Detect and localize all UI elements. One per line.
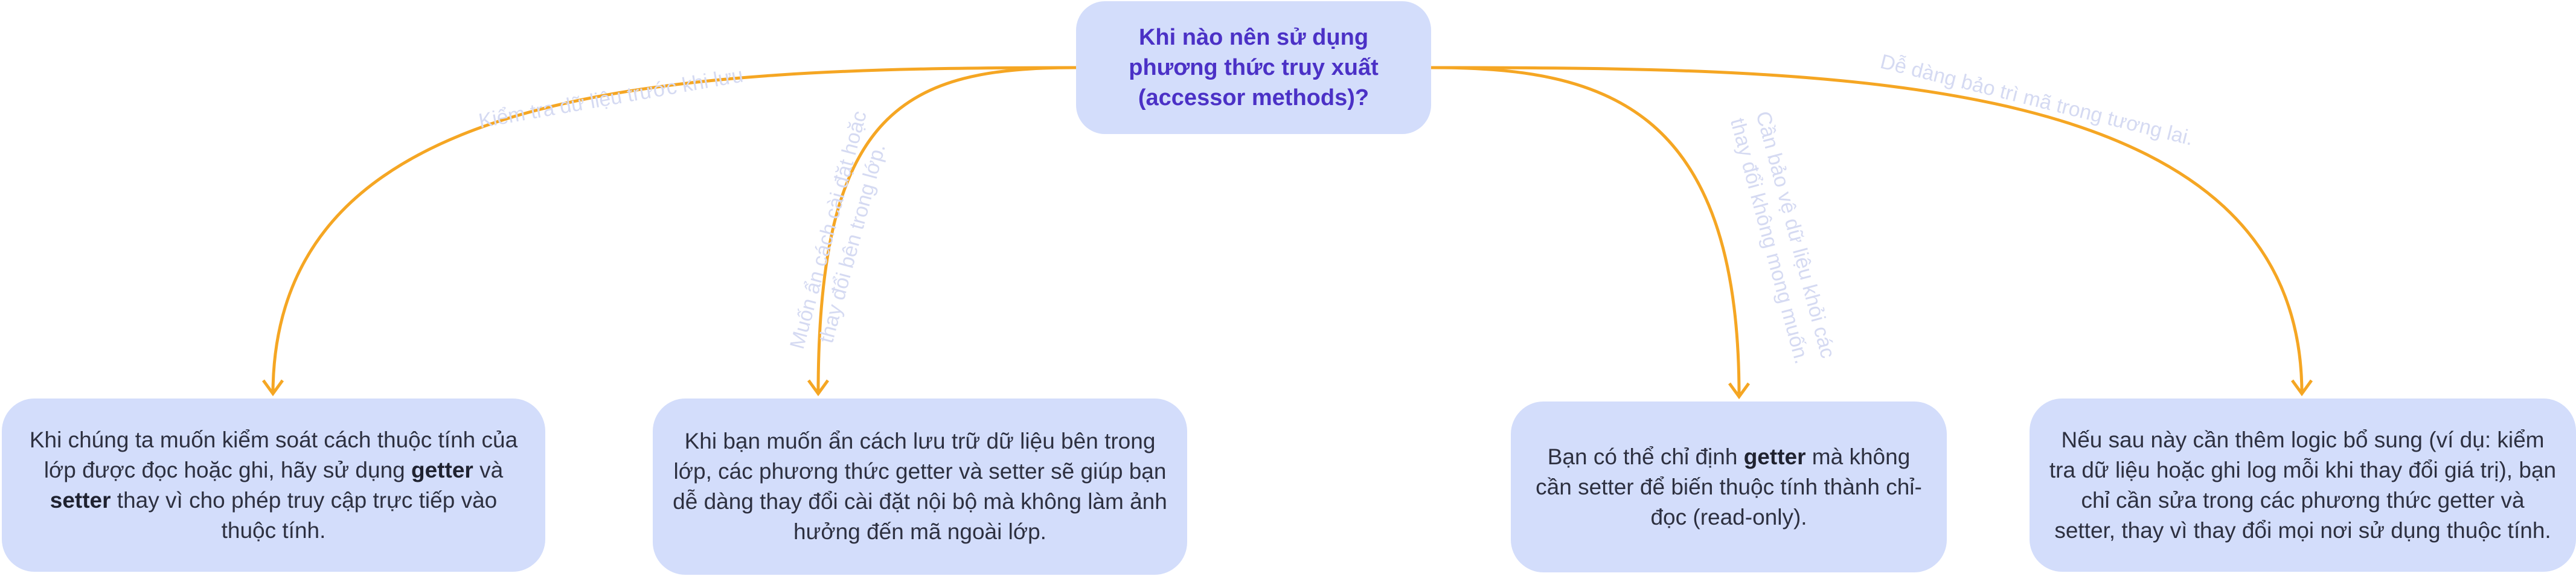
node-3[interactable]: Bạn có thể chỉ định getter mà không cần … — [1511, 402, 1947, 572]
edge-3-label: Cần bảo vệ dữ liệu khỏi các thay đổi khô… — [1726, 109, 1841, 373]
edge-1-line — [271, 66, 1077, 393]
root-node[interactable]: Khi nào nên sử dụng phương thức truy xuấ… — [1076, 1, 1431, 134]
edge-3: Cần bảo vệ dữ liệu khỏi các thay đổi khô… — [1431, 66, 1841, 400]
edge-1-arrowhead — [261, 379, 284, 397]
node-3-text: Bạn có thể chỉ định getter mà không cần … — [1529, 442, 1929, 533]
edge-2-label: Muốn ẩn cách cài đặt hoặc thay đổi bên t… — [786, 103, 899, 359]
bold-term: getter — [1743, 444, 1806, 469]
edge-1-label: Kiểm tra dữ liệu trước khi lưu — [477, 63, 745, 133]
node-2[interactable]: Khi bạn muốn ẩn cách lưu trữ dữ liệu bên… — [653, 398, 1187, 575]
edge-4-label: Dễ dàng bảo trì mã trong tương lai. — [1878, 50, 2196, 150]
edge-4: Dễ dàng bảo trì mã trong tương lai. — [1431, 50, 2313, 397]
node-2-text: Khi bạn muốn ẩn cách lưu trữ dữ liệu bên… — [671, 426, 1169, 547]
edge-3-arrowhead — [1728, 382, 1751, 400]
edge-2-line — [816, 66, 1077, 393]
text-run: thay vì cho phép truy cập trực tiếp vào … — [111, 487, 498, 543]
node-4[interactable]: Nếu sau này cần thêm logic bổ sung (ví d… — [2030, 398, 2576, 572]
text-run: mà không cần setter để biến thuộc tính t… — [1536, 444, 1922, 530]
edge-3-line — [1431, 66, 1741, 396]
node-4-text: Nếu sau này cần thêm logic bổ sung (ví d… — [2048, 425, 2558, 546]
edge-2: Muốn ẩn cách cài đặt hoặc thay đổi bên t… — [786, 66, 1077, 397]
text-run: Nếu sau này cần thêm logic bổ sung (ví d… — [2049, 427, 2557, 543]
text-run: Khi chúng ta muốn kiểm soát cách thuộc t… — [29, 427, 518, 482]
node-1[interactable]: Khi chúng ta muốn kiểm soát cách thuộc t… — [2, 398, 545, 572]
text-run: và — [473, 457, 504, 482]
root-node-text: Khi nào nên sử dụng phương thức truy xuấ… — [1129, 25, 1379, 110]
text-run: Bạn có thể chỉ định — [1547, 444, 1744, 469]
node-1-text: Khi chúng ta muốn kiểm soát cách thuộc t… — [20, 425, 527, 546]
bold-term: getter — [411, 457, 473, 482]
edge-4-arrowhead — [2290, 379, 2313, 397]
edge-1: Kiểm tra dữ liệu trước khi lưu — [261, 63, 1077, 397]
edge-2-arrowhead — [807, 379, 830, 397]
bold-term: setter — [50, 487, 111, 513]
text-run: Khi bạn muốn ẩn cách lưu trữ dữ liệu bên… — [673, 429, 1167, 544]
edge-4-line — [1431, 66, 2304, 393]
